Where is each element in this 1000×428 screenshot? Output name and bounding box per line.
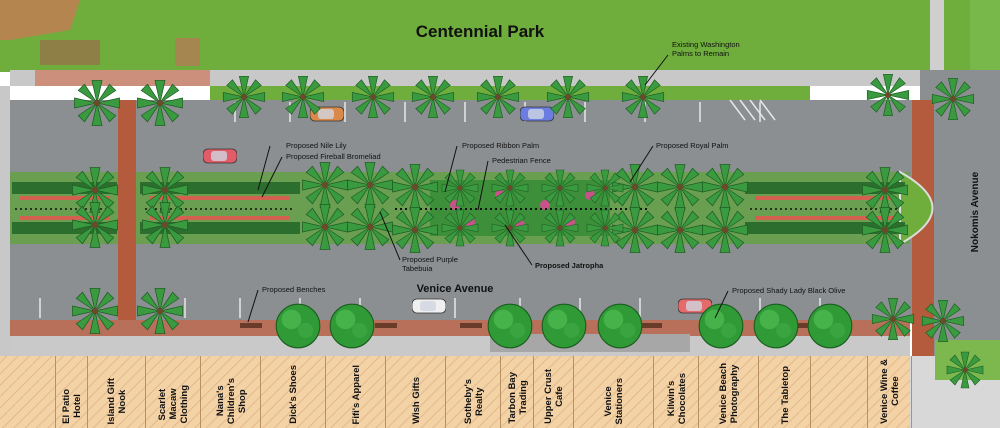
shop-wish-gifts: Wish Gifts [385, 356, 446, 428]
shop-el-patio-hotel: El Patio Hotel [55, 356, 88, 428]
shop-the-tabletop: The Tabletop [758, 356, 811, 428]
brick-plaza [35, 70, 210, 86]
shop-island-gift-nook: Island Gift Nook [87, 356, 146, 428]
car-blue [520, 106, 554, 122]
shop-tarbon-bay: Tarbon Bay Trading [500, 356, 534, 428]
car-white [412, 298, 446, 314]
shop-scarlet-macaw: Scarlet Macaw Clothing [145, 356, 201, 428]
benches [240, 323, 812, 328]
bromeliad-beds [20, 196, 895, 220]
shop-venice-beach-photo: Venice Beach Photography [698, 356, 759, 428]
annotation-ribbon-palm: Proposed Ribbon Palm [462, 141, 539, 150]
shop-fifis-apparel: Fifi's Apparel [325, 356, 386, 428]
shop-dicks-shoes: Dick's Shoes [260, 356, 326, 428]
shop-vacant [810, 356, 868, 428]
shady-lady-black-olive-trees [275, 303, 853, 349]
shop-venice-stationers: Venice Stationers [573, 356, 654, 428]
main-street-label: Venice Avenue [417, 283, 494, 295]
park-title: Centennial Park [416, 22, 545, 41]
shop-kilwins: Kilwin's Chocolates [653, 356, 699, 428]
annotation-black-olive: Proposed Shady Lady Black Olive [732, 286, 845, 295]
leader-lines [247, 54, 729, 323]
cross-street-label: Nokomis Avenue [970, 171, 981, 252]
shop-venice-wine-coffee: Venice Wine & Coffee [867, 356, 912, 428]
annotation-fireball-bromeliad: Proposed Fireball Bromeliad [286, 152, 381, 161]
car-red [203, 148, 237, 164]
nile-lily-beds [12, 182, 905, 234]
annotation-royal-palm: Proposed Royal Palm [656, 141, 729, 150]
annotation-pedestrian-fence: Pedestrian Fence [492, 156, 551, 165]
annotation-benches: Proposed Benches [262, 285, 326, 294]
annotation-nile-lily: Proposed Nile Lily [286, 141, 347, 150]
annotation-jatropha: Proposed Jatropha [535, 261, 604, 270]
shop-nanas-childrens: Nana's Children's Shop [200, 356, 261, 428]
shop-upper-crust: Upper Crust Cafe [533, 356, 574, 428]
shop-sothebys-realty: Sotheby's Realty [445, 356, 501, 428]
centennial-park [0, 0, 1000, 72]
